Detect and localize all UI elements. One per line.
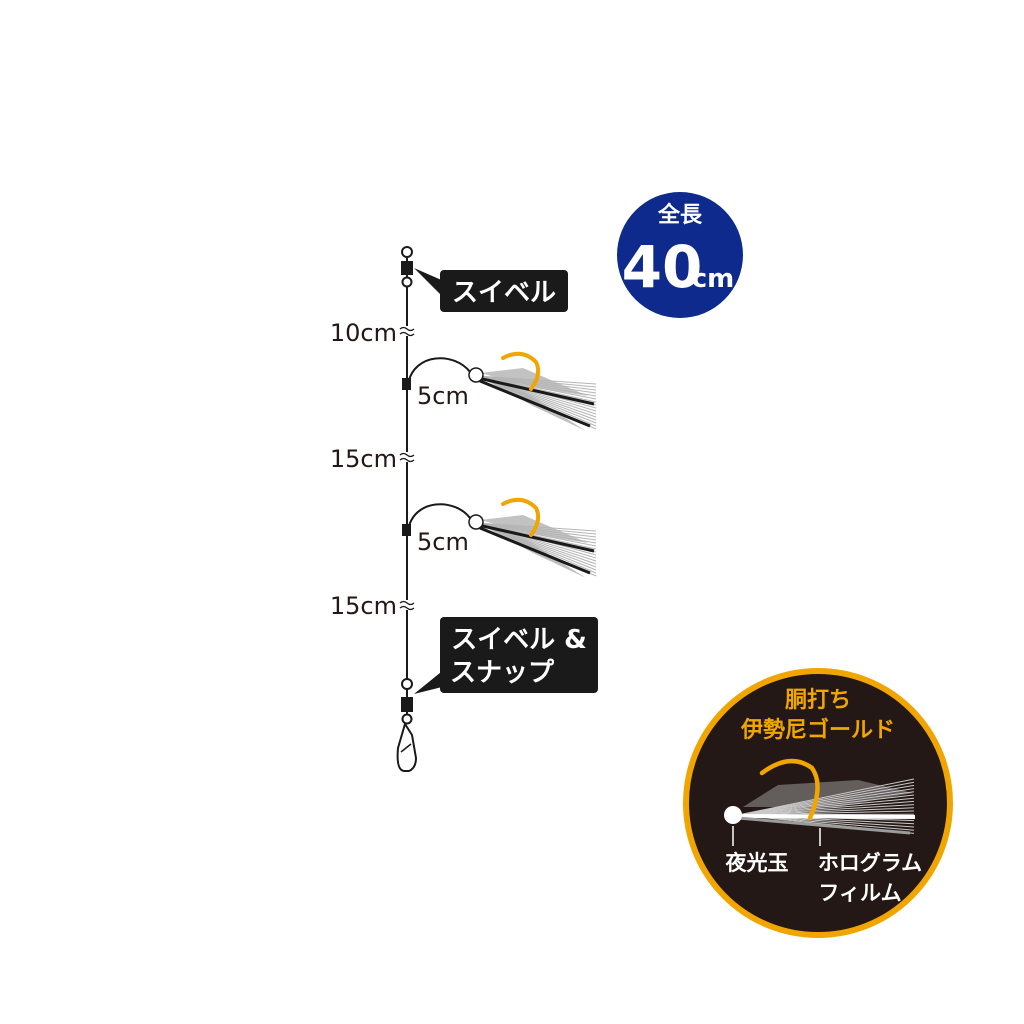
- branch-connector: [402, 524, 411, 536]
- branch-line: [407, 503, 471, 531]
- branch-length-2: 5cm: [417, 528, 469, 556]
- hook-name-line-1: 胴打ち: [785, 688, 851, 713]
- glow-bead: [468, 367, 484, 383]
- film-strand: [737, 784, 915, 816]
- bottom-swivel-snap: [396, 678, 418, 772]
- total-length-value: 40: [622, 233, 703, 301]
- glow-bead-detail: [724, 806, 742, 824]
- film-strand: [737, 794, 915, 816]
- total-length-label: 全長: [657, 202, 703, 228]
- top-swivel: [401, 246, 413, 288]
- film-strand: [479, 379, 591, 428]
- film-strand: [477, 523, 595, 553]
- film-strand: [737, 791, 915, 816]
- film-strand: [737, 807, 915, 816]
- hook-detail: [759, 758, 820, 821]
- top-swivel-callout: スイベル: [414, 268, 568, 312]
- detail-inset: 胴打ち 伊勢尼ゴールド 夜光玉 ホログラム フィルム: [683, 668, 953, 938]
- break-mark: [399, 600, 415, 611]
- film-strand: [477, 376, 595, 406]
- branch-1: 5cm: [402, 351, 597, 431]
- hook: [501, 351, 541, 391]
- film-label-line-1: ホログラム: [818, 851, 922, 875]
- total-length-unit: cm: [692, 264, 735, 294]
- bottom-callout-line-2: スナップ: [450, 658, 555, 688]
- film-label-line-2: フィルム: [818, 881, 901, 905]
- hook-name-line-2: 伊勢尼ゴールド: [740, 717, 895, 743]
- film-strand: [737, 781, 915, 816]
- break-mark: [399, 452, 415, 463]
- segment-length-3: 15cm: [330, 592, 397, 620]
- branch-connector: [402, 378, 411, 390]
- film-strand: [737, 797, 915, 816]
- film-strand: [737, 816, 911, 835]
- film-strand: [737, 804, 915, 816]
- film-strand: [737, 800, 915, 816]
- segment-length-2: 15cm: [330, 445, 397, 473]
- branch-line: [407, 357, 471, 385]
- glow-bead: [468, 514, 484, 530]
- break-mark: [399, 326, 415, 337]
- film-strand: [737, 814, 916, 819]
- bead-label: 夜光玉: [725, 851, 789, 875]
- film-strand: [479, 526, 591, 575]
- total-length-badge: 全長 40 cm: [617, 192, 743, 318]
- film-fan-detail: [737, 778, 916, 835]
- segment-length-1: 10cm: [330, 319, 397, 347]
- hook: [501, 497, 541, 537]
- film-strand: [737, 788, 915, 816]
- badge-circle: [617, 192, 743, 318]
- bottom-callout-line-1: スイベル &: [451, 625, 587, 655]
- branch-2: 5cm: [402, 497, 597, 578]
- bottom-swivel-snap-callout: スイベル & スナップ: [414, 617, 598, 694]
- branch-length-1: 5cm: [417, 382, 469, 410]
- film-fan: [477, 515, 597, 578]
- top-swivel-label: スイベル: [452, 278, 556, 308]
- film-strand: [737, 778, 915, 816]
